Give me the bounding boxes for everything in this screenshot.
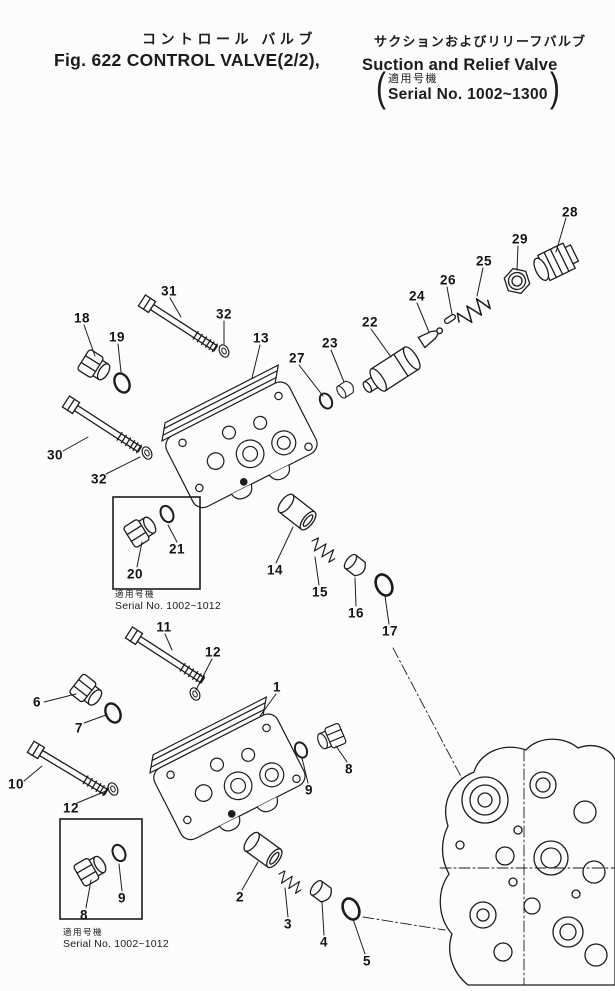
part-number: 23	[321, 335, 339, 351]
part-number-callout: 19	[109, 330, 125, 345]
part-number: 20	[126, 566, 144, 582]
part-number: 6	[32, 694, 42, 710]
part-number: 32	[90, 471, 108, 487]
part-number: 31	[160, 283, 178, 299]
part-number-callout: 6	[33, 695, 41, 710]
serial-range-note: ( 適用号機 Serial No. 1002~1300 )	[374, 66, 562, 111]
part-number: 32	[215, 306, 233, 322]
part-number-callout: 18	[74, 311, 90, 326]
part-number-callout: 10	[8, 777, 24, 792]
part-number-callout: 21	[169, 542, 185, 557]
inset-box-1	[112, 496, 201, 590]
part-number: 3	[283, 916, 293, 932]
part-number: 30	[46, 447, 64, 463]
part-number-callout: 9	[118, 891, 126, 906]
part-number-callout: 26	[440, 273, 456, 288]
part-number-callout: 29	[512, 232, 528, 247]
part-number: 19	[108, 329, 126, 345]
part-number: 8	[79, 907, 89, 923]
close-paren-glyph: )	[549, 66, 560, 111]
part-number-callout: 16	[348, 606, 364, 621]
part-22-valve-cartridge	[362, 346, 421, 393]
serial-label-japanese: 適用号機	[388, 73, 438, 86]
part-number: 4	[319, 934, 329, 950]
part-number: 10	[7, 776, 25, 792]
part-number: 25	[475, 253, 493, 269]
part-number-callout: 12	[63, 801, 79, 816]
assembly-axis-lines	[362, 647, 467, 931]
part-number: 9	[304, 782, 314, 798]
part-number-callout: 11	[156, 620, 171, 635]
part-number-callout: 14	[267, 563, 283, 578]
part-number-callout: 24	[409, 289, 425, 304]
part-28-plug	[533, 242, 580, 282]
open-paren-glyph: (	[376, 66, 386, 111]
part-number: 12	[204, 644, 222, 660]
part-number-callout: 20	[127, 567, 143, 582]
part-number-callout: 8	[345, 762, 353, 777]
inset-2-label-japanese: 適用号機	[63, 927, 104, 937]
part-number-callout: 32	[216, 307, 232, 322]
part-number-callout: 7	[75, 721, 83, 736]
part-number-callout: 9	[305, 783, 313, 798]
part-number: 9	[117, 890, 127, 906]
inset-box-2	[59, 818, 143, 920]
part-24-poppet	[417, 327, 444, 349]
part-number-callout: 3	[284, 917, 292, 932]
part-number-callout: 32	[91, 472, 107, 487]
part-number-callout: 30	[47, 448, 63, 463]
part-number-callout: 22	[362, 315, 378, 330]
main-valve-body	[439, 738, 615, 986]
part-number: 26	[439, 272, 457, 288]
part-number: 22	[361, 314, 379, 330]
part-number-callout: 15	[312, 585, 328, 600]
part-number: 15	[311, 584, 329, 600]
part-number-callout: 28	[562, 205, 578, 220]
part-number: 24	[408, 288, 426, 304]
part-number: 27	[288, 350, 306, 366]
part-number: 12	[62, 800, 80, 816]
part-number: 5	[362, 953, 372, 969]
subtitle-english: Suction and Relief Valve	[362, 56, 558, 74]
part-number-callout: 8	[80, 908, 88, 923]
part-number-callout: 2	[236, 890, 244, 905]
part-number: 8	[344, 761, 354, 777]
part-number: 28	[561, 204, 579, 220]
part-number: 2	[235, 889, 245, 905]
title-japanese: コントロール バルブ	[142, 31, 317, 47]
callout-leader-lines	[23, 217, 567, 955]
part-number-callout: 1	[273, 680, 281, 695]
part-number: 13	[252, 330, 270, 346]
part-number: 14	[266, 562, 284, 578]
part-number-callout: 27	[289, 351, 305, 366]
part-number-callout: 23	[322, 336, 338, 351]
part-number: 7	[74, 720, 84, 736]
part-number: 11	[156, 619, 172, 635]
part-26-pin	[443, 313, 457, 325]
inset-2-serial-range: Serial No. 1002~1012	[63, 938, 169, 951]
part-number: 17	[381, 623, 399, 639]
inset-2-serial-note: 適用号機 Serial No. 1002~1012	[63, 927, 169, 952]
part-number-callout: 5	[363, 954, 371, 969]
part-29-nut	[503, 267, 531, 295]
part-number: 1	[272, 679, 282, 695]
part-number-callout: 17	[382, 624, 398, 639]
inset-1-label-japanese: 適用号機	[115, 589, 156, 599]
part-number-callout: 25	[476, 254, 492, 269]
inset-1-serial-range: Serial No. 1002~1012	[115, 600, 221, 613]
part-number-callout: 4	[320, 935, 328, 950]
part-number-callout: 31	[161, 284, 177, 299]
inset-1-serial-note: 適用号機 Serial No. 1002~1012	[115, 589, 221, 614]
subtitle-japanese: サクションおよびリリーフバルブ	[374, 34, 587, 49]
part-number: 18	[73, 310, 91, 326]
part-number: 16	[347, 605, 365, 621]
serial-number-range: Serial No. 1002~1300	[388, 86, 548, 104]
part-number-callout: 12	[205, 645, 221, 660]
part-number: 29	[511, 231, 529, 247]
part-number-callout: 13	[253, 331, 269, 346]
part-number: 21	[168, 541, 186, 557]
figure-title: Fig. 622 CONTROL VALVE(2/2),	[54, 50, 321, 70]
